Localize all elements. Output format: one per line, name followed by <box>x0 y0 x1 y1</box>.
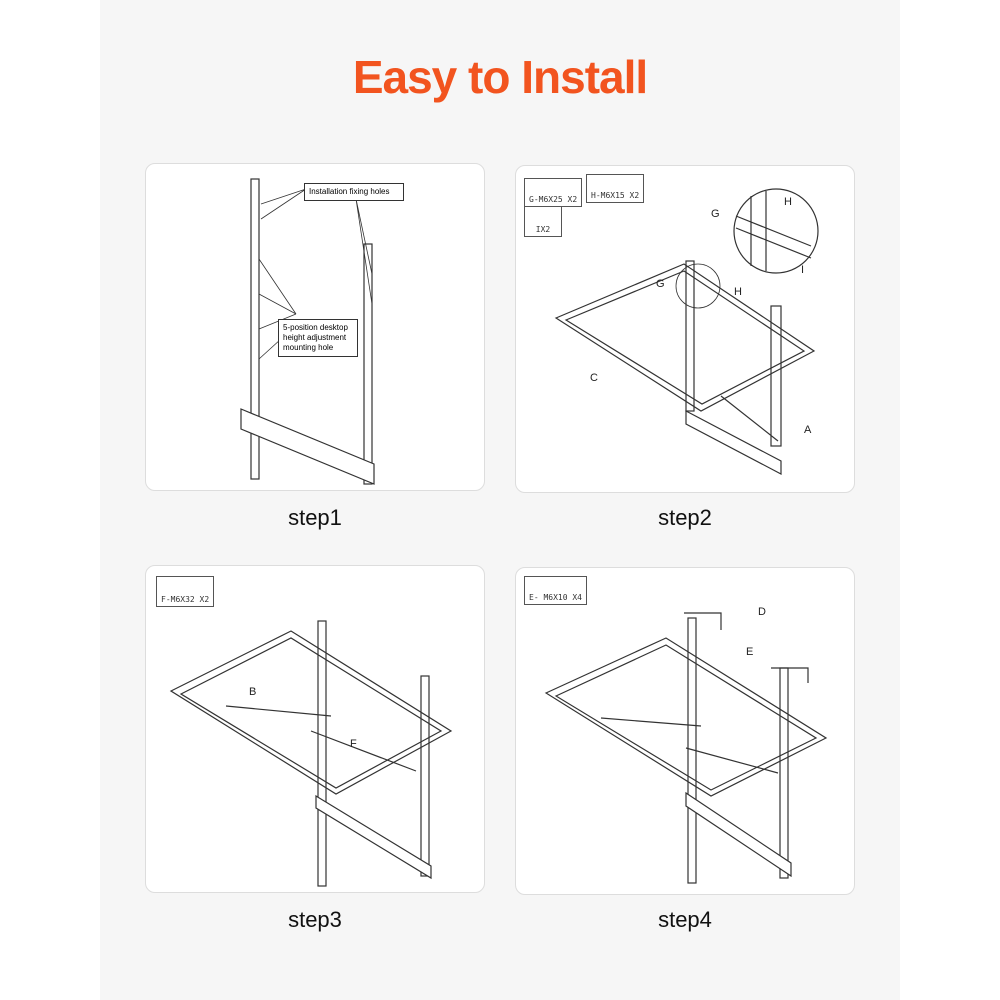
letter-b: B <box>249 686 257 698</box>
letter-h: H <box>734 286 742 298</box>
desk-with-brace-drawing <box>169 620 453 887</box>
step3-label: step3 <box>288 907 342 932</box>
letter-e: E <box>746 646 754 658</box>
page-title: Easy to Install <box>352 51 648 103</box>
step3-card: F-M6X32 X2 B F <box>145 565 485 893</box>
part-i-bracket: IX2 <box>524 206 562 237</box>
callout-fixing-holes: Installation fixing holes <box>304 183 404 201</box>
step4-label: step4 <box>658 907 712 932</box>
letter-a: A <box>804 424 812 436</box>
part-h-bolt: H-M6X15 X2 <box>586 174 645 203</box>
letter-i-detail: I <box>801 264 805 276</box>
letter-g-detail: G <box>711 208 720 220</box>
letter-c: C <box>590 372 598 384</box>
step1-card: Installation fixing holes 5-position des… <box>145 163 485 491</box>
desk-frame-drawing <box>554 188 819 475</box>
part-e-screws: E- M6X10 X4 <box>524 576 587 605</box>
part-f-bolt: F-M6X32 X2 <box>156 576 215 607</box>
step1-label: step1 <box>288 505 342 530</box>
letter-h-detail: H <box>784 196 792 208</box>
callout-height-adjustment: 5-position desktop height adjustment mou… <box>278 319 358 357</box>
letter-d: D <box>758 606 766 618</box>
wall-rail-drawing <box>240 178 375 485</box>
step2-label: step2 <box>658 505 712 530</box>
step2-card: G-M6X25 X2 H-M6X15 X2 IX2 G H I G H C A <box>515 165 855 493</box>
letter-f: F <box>350 738 357 750</box>
step4-card: E- M6X10 X4 D E <box>515 567 855 895</box>
completed-desk-drawing <box>544 612 828 884</box>
part-g-bolt: G-M6X25 X2 <box>524 178 583 207</box>
letter-g: G <box>656 278 665 290</box>
